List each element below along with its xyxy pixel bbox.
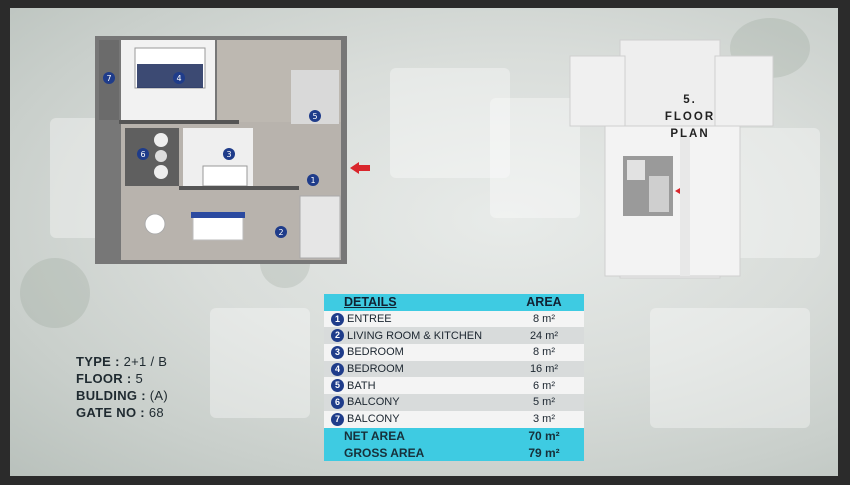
gross-area-row: GROSS AREA 79 m²: [324, 444, 584, 461]
row-area: 6 m²: [533, 379, 555, 392]
room-badge: [275, 226, 287, 238]
row-name: BEDROOM: [347, 346, 404, 359]
floor-word: FLOOR: [664, 111, 716, 123]
row-number-badge: 1: [331, 312, 344, 326]
row-area: 3 m²: [533, 413, 555, 426]
info-value: 68: [148, 405, 164, 420]
room-badge-label: 5: [312, 112, 317, 121]
apartment-info: TYPE : 2+1 / B FLOOR : 5 BULDING : (A) G…: [76, 353, 168, 421]
info-value: 2+1 / B: [123, 354, 168, 369]
row-name: BALCONY: [347, 396, 400, 409]
header-details: DETAILS: [344, 295, 397, 310]
chair: [154, 133, 168, 147]
info-floor: FLOOR : 5: [76, 370, 168, 387]
chair: [154, 165, 168, 179]
info-label: BULDING :: [76, 388, 146, 403]
floor-plan-label: 5. FLOOR PLAN: [640, 92, 740, 143]
sofa: [192, 215, 244, 241]
gross-area-value: 79 m²: [528, 445, 560, 460]
gross-area-label: GROSS AREA: [344, 445, 425, 460]
row-area: 16 m²: [529, 363, 559, 376]
net-area-row: NET AREA 70 m²: [324, 427, 584, 445]
row-name: LIVING ROOM & KITCHEN: [347, 329, 483, 342]
row-area: 24 m²: [529, 329, 559, 342]
balcony-6-floor: [125, 128, 179, 186]
row-number-badge: 7: [331, 412, 344, 426]
bg-building: [390, 68, 510, 178]
floor-number: 5.: [683, 94, 697, 106]
row-area: 5 m²: [533, 396, 555, 409]
room-badge-label: 6: [140, 150, 145, 159]
room-badge-label: 4: [176, 74, 181, 83]
room-badge: [223, 148, 235, 160]
row-number-badge: 3: [331, 345, 344, 359]
building-floor-plan: [569, 39, 774, 279]
info-label: GATE NO :: [76, 405, 145, 420]
presentation-frame: HOMES 7 4 5: [10, 8, 838, 476]
row-number-badge: 4: [331, 362, 344, 376]
row-name: BATH: [347, 379, 376, 392]
table-header: DETAILS AREA: [324, 294, 584, 311]
bg-tree: [20, 258, 90, 328]
info-label: FLOOR :: [76, 371, 132, 386]
bed-small: [202, 165, 248, 187]
bed-cover: [137, 64, 203, 88]
table: [155, 150, 167, 162]
row-number-badge: 6: [331, 395, 344, 409]
bg-building: [210, 308, 310, 418]
info-building: BULDING : (A): [76, 387, 168, 404]
info-gate: GATE NO : 68: [76, 404, 168, 421]
info-value: (A): [149, 388, 169, 403]
room-badge: [307, 174, 319, 186]
net-area-value: 70 m²: [528, 428, 560, 443]
row-name: BALCONY: [347, 413, 400, 426]
dining-table: [144, 213, 166, 235]
room-badge: [137, 148, 149, 160]
entrance-arrow-icon: [350, 162, 370, 174]
row-name: ENTREE: [347, 313, 392, 326]
row-name: BEDROOM: [347, 363, 404, 376]
room-badge: [103, 72, 115, 84]
info-value: 5: [135, 371, 143, 386]
plan-word: PLAN: [670, 128, 710, 140]
room-badge-label: 1: [310, 176, 315, 185]
row-area: 8 m²: [533, 346, 555, 359]
kitchen-counter: [299, 195, 341, 259]
info-type: TYPE : 2+1 / B: [76, 353, 168, 370]
room-badge-label: 3: [226, 150, 231, 159]
net-area-label: NET AREA: [344, 428, 405, 443]
rug: [191, 212, 245, 218]
header-area: AREA: [526, 295, 562, 310]
row-area: 8 m²: [533, 313, 555, 326]
bg-building: [490, 98, 580, 218]
interior-wall: [119, 120, 239, 124]
apartment-floor-plan: 7 4 5 6 3 1 2: [95, 36, 347, 264]
room-badge: [309, 110, 321, 122]
room-badge-label: 7: [106, 74, 111, 83]
room-badge: [173, 72, 185, 84]
row-number-badge: 5: [331, 379, 344, 393]
info-label: TYPE :: [76, 354, 120, 369]
bg-building: [650, 308, 810, 428]
interior-wall: [179, 186, 299, 190]
room-badge-label: 2: [278, 228, 283, 237]
row-number-badge: 2: [331, 329, 344, 343]
